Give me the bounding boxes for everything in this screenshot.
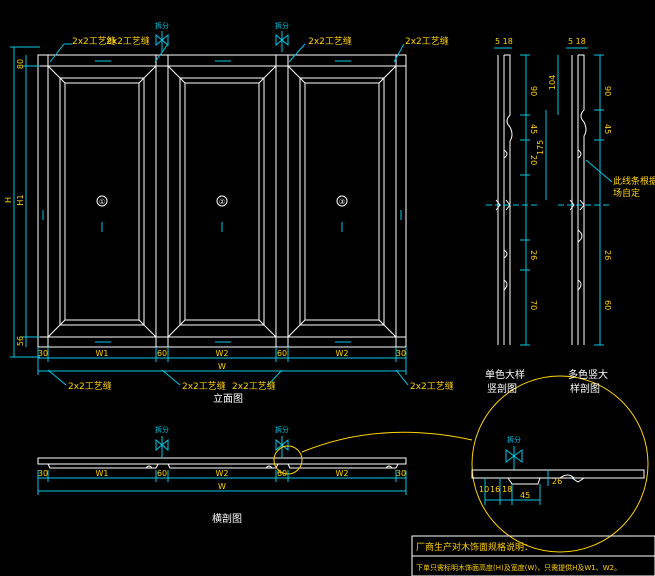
- multi-dim-26: 26: [603, 250, 612, 260]
- gongyi-label-br: 2x2工艺缝: [410, 380, 454, 392]
- dim-w1: W1: [96, 349, 109, 358]
- split-label-cross-left: 拆分: [155, 425, 169, 434]
- split-label-detail: 拆分: [507, 435, 521, 444]
- dim-edge-left: 30: [38, 349, 48, 358]
- cross-dim-edge-right: 30: [396, 469, 406, 478]
- gongyi-label-tl: 2x2工艺缝: [72, 35, 116, 47]
- gongyi-label-bl: 2x2工艺缝: [68, 380, 112, 392]
- cross-dim-w2-a: W2: [216, 469, 229, 478]
- cross-section-view: 拆分 拆分 30 W1 60 W2 60 W2 30 W 横剖图: [37, 425, 407, 525]
- single-profile-title-1: 单色大样: [485, 368, 525, 381]
- dim-w2-a: W2: [216, 349, 229, 358]
- dim-mid-1: 60: [157, 349, 167, 358]
- dim-h1: H1: [16, 194, 25, 205]
- panel-number-2: ②: [219, 198, 225, 206]
- split-label-right: 拆分: [275, 21, 289, 30]
- gongyi-label-tc2: 2x2工艺缝: [308, 35, 352, 47]
- multi-dim-top: 5 18: [568, 37, 586, 46]
- split-label-cross-right: 拆分: [275, 425, 289, 434]
- cross-dim-w2-b: W2: [336, 469, 349, 478]
- dim-w2-b: W2: [336, 349, 349, 358]
- dim-bottom-56: 56: [16, 336, 25, 346]
- cross-dim-mid-2: 60: [277, 469, 287, 478]
- gongyi-label-bc: 2x2工艺缝: [182, 380, 226, 392]
- detail-dim-18: 18: [502, 485, 512, 494]
- note-heading: 厂商生产对木饰面规格说明：: [416, 541, 533, 553]
- panel-number-3: ③: [339, 198, 345, 206]
- detail-enlargement: 拆分 10 16 18 45 26: [301, 375, 649, 553]
- detail-dim-45: 45: [520, 491, 530, 500]
- detail-dim-10: 10: [479, 485, 489, 494]
- split-label-left: 拆分: [155, 21, 169, 30]
- single-color-profile: 5 18 90 45 20 26 70 单色大样 竖剖图: [485, 37, 540, 395]
- single-dim-top: 5 18: [495, 37, 513, 46]
- multi-dim-90: 90: [603, 86, 612, 96]
- spec-note-box: 厂商生产对木饰面规格说明： 下单只需标明木饰面高度(H)及宽度(W)，只需提供H…: [411, 535, 655, 576]
- door-panel-1: [47, 65, 157, 338]
- profile-note-2: 场自定: [613, 187, 640, 199]
- panel-number-1: ①: [99, 198, 105, 206]
- gongyi-label-bc2: 2x2工艺缝: [232, 380, 276, 392]
- detail-dim-26: 26: [552, 477, 562, 486]
- elevation-view: ① ② ③ 拆分 拆分 2x2工艺缝 2x2工艺缝 2x2工艺缝 2x2工艺缝: [4, 21, 454, 405]
- cross-dim-mid-1: 60: [157, 469, 167, 478]
- single-dim-70: 70: [529, 300, 538, 310]
- multi-dim-60: 60: [603, 300, 612, 310]
- multi-dim-45: 45: [603, 124, 612, 134]
- cross-dim-w: W: [218, 482, 226, 491]
- single-dim-45: 45: [529, 124, 538, 134]
- gongyi-label-tr: 2x2工艺缝: [405, 35, 449, 47]
- detail-dim-16: 16: [490, 485, 500, 494]
- cross-dim-w1: W1: [96, 469, 109, 478]
- multi-color-profile: 5 18 104 175 90 45 60 26 此线条根据现 场自定 多色竖大…: [536, 37, 655, 395]
- dim-top-80: 80: [16, 59, 25, 69]
- elevation-title: 立面图: [213, 392, 243, 405]
- single-profile-title-2: 竖剖图: [487, 382, 517, 395]
- single-dim-26: 26: [529, 250, 538, 260]
- single-dim-90: 90: [529, 86, 538, 96]
- cross-dim-edge-left: 30: [38, 469, 48, 478]
- single-dim-20: 20: [529, 155, 538, 165]
- multi-dim-175: 175: [536, 140, 545, 155]
- dim-mid-2: 60: [277, 349, 287, 358]
- gongyi-label-tc: 2x2工艺缝: [106, 35, 150, 47]
- dim-w: W: [218, 362, 226, 371]
- dim-h: H: [4, 197, 13, 203]
- dim-edge-right: 30: [396, 349, 406, 358]
- profile-note-1: 此线条根据现: [613, 175, 655, 187]
- multi-profile-title-2: 样剖图: [570, 382, 600, 395]
- multi-profile-title-1: 多色竖大: [568, 368, 608, 381]
- multi-dim-104: 104: [548, 75, 557, 90]
- cross-section-title: 横剖图: [212, 512, 242, 525]
- note-body: 下单只需标明木饰面高度(H)及宽度(W)，只需提供H及W1、W2。: [416, 563, 621, 572]
